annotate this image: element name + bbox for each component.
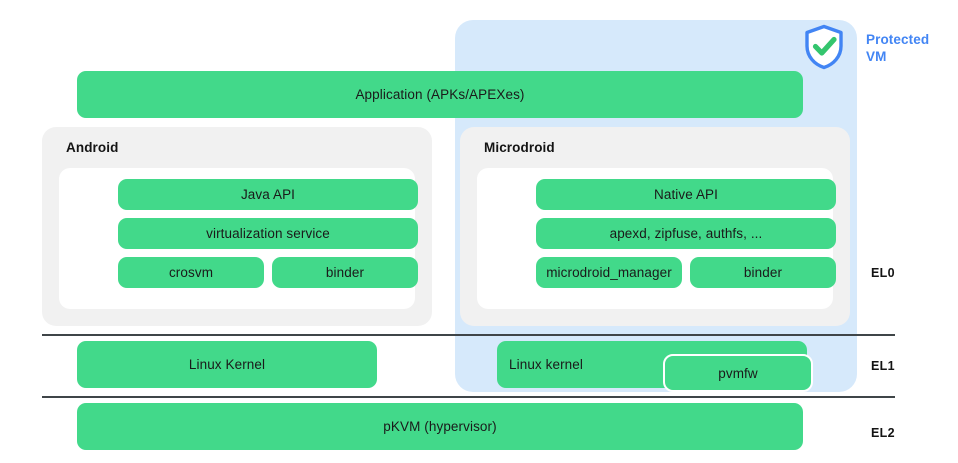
- protected-vm-label: Protected VM: [866, 31, 950, 65]
- microdroid-title: Microdroid: [484, 140, 555, 155]
- protected-vm-label-line1: Protected: [866, 32, 930, 47]
- exception-level-label-el1: EL1: [871, 359, 895, 373]
- android-title: Android: [66, 140, 119, 155]
- android-box-virtualization-service: virtualization service: [118, 218, 418, 249]
- microdroid-box-native-api: Native API: [536, 179, 836, 210]
- linux-kernel-android-box: Linux Kernel: [77, 341, 377, 388]
- shield-check-icon: [803, 24, 845, 70]
- microdroid-box-binder: binder: [690, 257, 836, 288]
- android-box-crosvm: crosvm: [118, 257, 264, 288]
- android-panel: Android Java API virtualization service …: [42, 127, 432, 326]
- android-box-java-api: Java API: [118, 179, 418, 210]
- protected-vm-label-line2: VM: [866, 49, 887, 64]
- exception-level-label-el2: EL2: [871, 426, 895, 440]
- divider-el0-el1: [42, 334, 895, 336]
- pvmfw-box: pvmfw: [663, 354, 813, 392]
- microdroid-box-apexd-zipfuse-authfs: apexd, zipfuse, authfs, ...: [536, 218, 836, 249]
- android-box-binder: binder: [272, 257, 418, 288]
- pkvm-hypervisor-box: pKVM (hypervisor): [77, 403, 803, 450]
- application-box: Application (APKs/APEXes): [77, 71, 803, 118]
- exception-level-label-el0: EL0: [871, 266, 895, 280]
- microdroid-panel: Microdroid Native API apexd, zipfuse, au…: [460, 127, 850, 326]
- microdroid-box-microdroid-manager: microdroid_manager: [536, 257, 682, 288]
- divider-el1-el2: [42, 396, 895, 398]
